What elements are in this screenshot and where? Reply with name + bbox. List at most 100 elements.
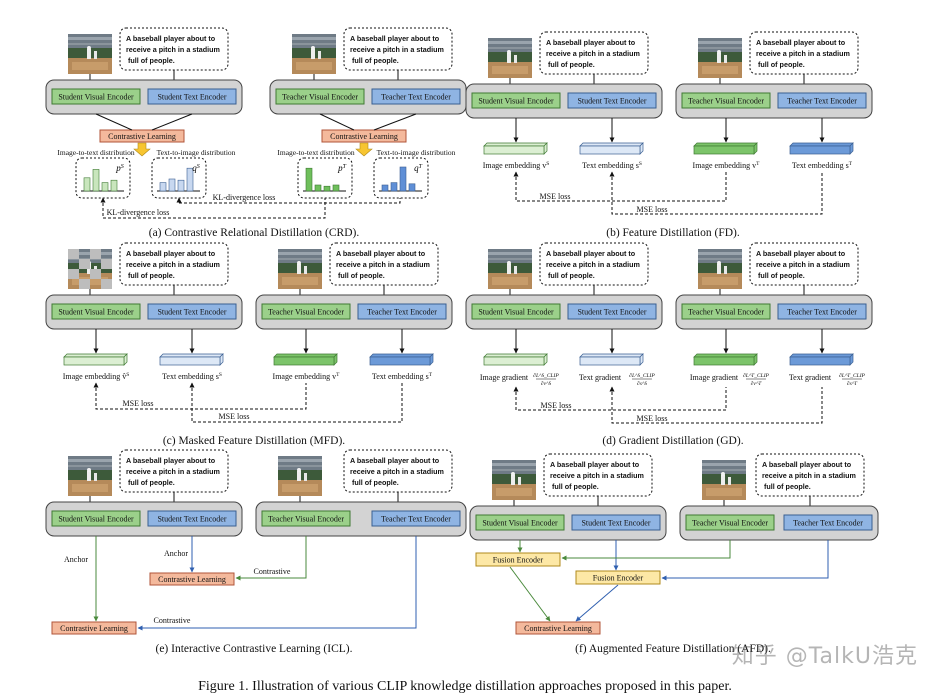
student-text-encoder-rect <box>147 88 237 105</box>
fusion-encoder-2-rect <box>575 570 661 585</box>
embedding-front <box>483 356 545 366</box>
teacher-text-encoder: Teacher Text Encoder <box>783 514 873 531</box>
embedding-front <box>273 356 335 366</box>
student-text-encoder-label: Student Text Encoder <box>157 93 226 102</box>
i2t-label: Image-to-text distribution <box>57 148 135 157</box>
mse-loss-line <box>609 171 823 215</box>
embedding-front <box>579 145 641 155</box>
subcaption-mfd: (c) Masked Feature Distillation (MFD). <box>163 435 345 447</box>
caption-line: A baseball player about to <box>126 456 216 465</box>
caption-line: full of people. <box>128 56 175 65</box>
teacher-visual-encoder: Teacher Visual Encoder <box>261 303 351 320</box>
caption-line: full of people. <box>552 482 599 491</box>
student-text-encoder: Student Text Encoder <box>147 510 237 527</box>
embedding-top <box>483 353 548 358</box>
caption-line: full of people. <box>128 478 175 487</box>
embedding-vector <box>789 142 854 155</box>
mse-loss-label: MSE loss <box>637 414 668 423</box>
embedding-front <box>579 356 641 366</box>
mask-patch <box>101 259 112 269</box>
distribution-bar <box>177 179 185 192</box>
distribution-label: qS <box>192 163 200 173</box>
mse-loss-label: MSE loss <box>541 401 572 410</box>
contrastive-label: Contrastive <box>254 567 291 576</box>
down-arrow-icon <box>355 142 373 157</box>
gradient-denominator: ∂v^T <box>751 381 762 387</box>
t2i-label: Text-to-image distribution <box>377 148 456 157</box>
stadium-photo <box>292 34 336 74</box>
mse-loss-label: MSE loss <box>219 412 250 421</box>
caption-line: full of people. <box>338 271 385 280</box>
teacher-visual-encoder-label: Teacher Visual Encoder <box>688 308 764 317</box>
student-visual-encoder-rect <box>475 514 565 531</box>
caption-line: receive a pitch in a stadium <box>762 471 856 480</box>
embedding-vector <box>579 142 644 155</box>
teacher-visual-encoder-label: Teacher Visual Encoder <box>268 308 344 317</box>
embedding-front <box>693 145 755 155</box>
gradient-label: Image gradient <box>480 373 529 382</box>
distribution-bar <box>110 179 118 192</box>
student-visual-encoder: Student Visual Encoder <box>471 92 561 109</box>
masked-photo-patches <box>68 249 112 289</box>
teacher-visual-encoder-rect <box>681 303 771 320</box>
gradient-label: Text gradient <box>579 373 622 382</box>
subcaption-crd: (a) Contrastive Relational Distillation … <box>149 227 360 239</box>
student-visual-encoder: Student Visual Encoder <box>51 88 141 105</box>
contrastive-learning-teacher-rect <box>321 129 407 143</box>
caption-line: full of people. <box>764 482 811 491</box>
gradient-denominator: ∂s^S <box>637 381 647 387</box>
mse-loss-label: MSE loss <box>540 192 571 201</box>
embedding-label: Image embedding vT <box>273 372 341 381</box>
mask-patch <box>68 249 79 259</box>
contrastive-label: Contrastive <box>154 616 191 625</box>
student-visual-encoder-rect <box>471 303 561 320</box>
kl-loss-line <box>100 197 326 219</box>
teacher-visual-encoder-rect <box>261 303 351 320</box>
student-visual-encoder: Student Visual Encoder <box>51 510 141 527</box>
teacher-text-encoder: Teacher Text Encoder <box>777 92 867 109</box>
caption-line: A baseball player about to <box>126 34 216 43</box>
student-visual-encoder-label: Student Visual Encoder <box>58 93 134 102</box>
student-text-encoder-rect <box>571 514 661 531</box>
student-text-encoder: Student Text Encoder <box>567 303 657 320</box>
t2i-label: Text-to-image distribution <box>157 148 236 157</box>
subcaption-fd: (b) Feature Distillation (FD). <box>606 227 740 239</box>
contrastive-learning-teacher: Contrastive Learning <box>321 129 407 143</box>
embedding-front <box>789 356 851 366</box>
gradient-label: Text gradient <box>789 373 832 382</box>
subcaption-afd: (f) Augmented Feature Distillation (AFD)… <box>575 643 771 655</box>
caption-line: receive a pitch in a stadium <box>550 471 644 480</box>
contrastive-learning-student-rect <box>99 129 185 143</box>
embedding-top <box>579 142 644 147</box>
caption-line: receive a pitch in a stadium <box>546 260 640 269</box>
distribution-bar <box>408 183 416 192</box>
student-visual-encoder-label: Student Visual Encoder <box>478 308 554 317</box>
teacher-text-encoder-rect <box>777 92 867 109</box>
mask-patch <box>68 269 79 279</box>
distribution-bar <box>168 178 176 192</box>
student-visual-encoder-rect <box>51 510 141 527</box>
mask-patch <box>79 279 90 289</box>
teacher-text-encoder: Teacher Text Encoder <box>357 303 447 320</box>
student-text-encoder: Student Text Encoder <box>567 92 657 109</box>
down-arrow-icon <box>133 142 151 157</box>
distribution-bar <box>390 182 398 192</box>
distribution-bar <box>83 177 91 192</box>
kl-loss-line <box>176 197 401 204</box>
embedding-vector <box>159 353 224 366</box>
student-text-encoder-rect <box>567 92 657 109</box>
embedding-label: Image embedding v̂S <box>63 372 130 381</box>
student-text-encoder-label: Student Text Encoder <box>581 519 650 528</box>
subcaption-gd: (d) Gradient Distillation (GD). <box>602 435 743 447</box>
embedding-vector <box>789 353 854 366</box>
stadium-photo <box>488 38 532 78</box>
contrastive-learning-icl-1-label: Contrastive Learning <box>158 575 226 584</box>
caption-line: A baseball player about to <box>336 249 426 258</box>
embedding-vector <box>63 353 128 366</box>
distribution-chart: pT <box>297 157 353 199</box>
embedding-label: Text embedding sT <box>372 372 433 381</box>
caption-line: receive a pitch in a stadium <box>126 45 220 54</box>
